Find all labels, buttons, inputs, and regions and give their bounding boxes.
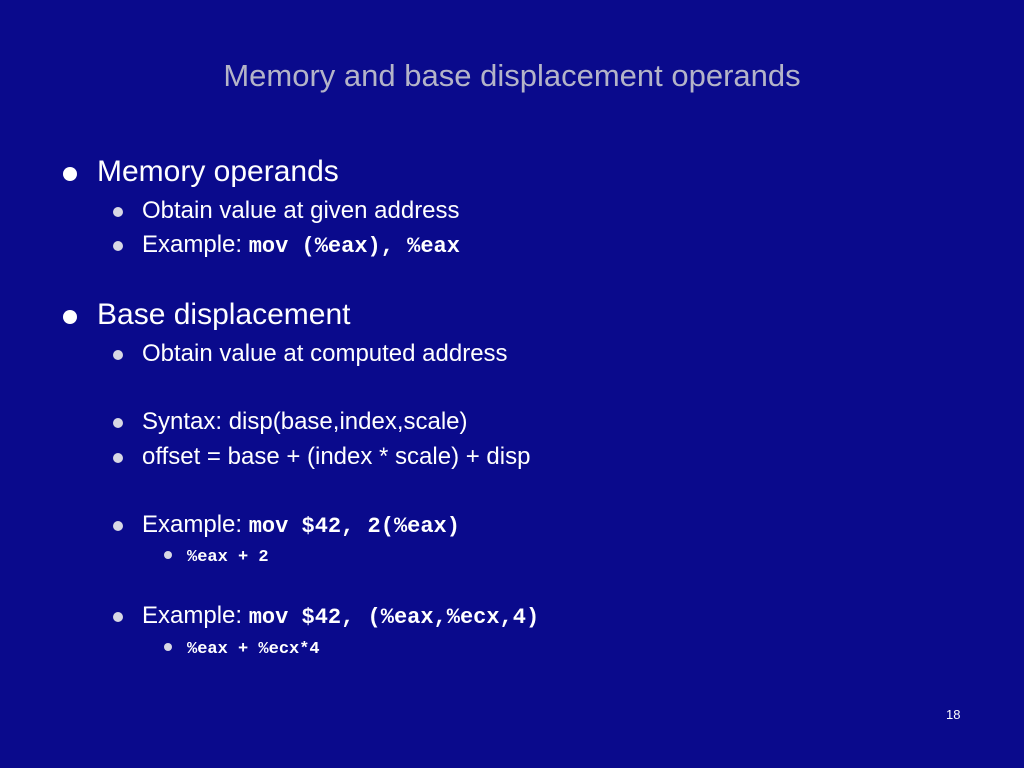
example-label: Example: bbox=[142, 602, 249, 629]
bullet-dot-icon bbox=[63, 167, 77, 181]
bullet-text: Syntax: disp(base,index,scale) bbox=[142, 408, 468, 435]
bullet-dot-icon bbox=[164, 551, 172, 559]
page-number: 18 bbox=[946, 707, 961, 722]
sub-code: %eax + %ecx*4 bbox=[187, 640, 320, 659]
bullet-text: Obtain value at given address bbox=[142, 197, 460, 224]
bullet-dot-icon bbox=[164, 643, 172, 651]
bullet-dot-icon bbox=[113, 612, 123, 622]
slide-title: Memory and base displacement operands bbox=[223, 58, 801, 93]
bullet-text: Base displacement bbox=[97, 298, 351, 331]
example-code: mov (%eax), %eax bbox=[248, 234, 460, 259]
bullet-example-2: Example: mov $42, 2(%eax) bbox=[113, 511, 460, 539]
bullet-example-3: Example: mov $42, (%eax,%ecx,4) bbox=[113, 602, 540, 630]
bullet-text: Memory operands bbox=[97, 155, 339, 188]
bullet-memory-operands: Memory operands bbox=[63, 155, 339, 189]
bullet-obtain-computed: Obtain value at computed address bbox=[113, 340, 508, 368]
bullet-sub-3: %eax + %ecx*4 bbox=[164, 637, 320, 659]
bullet-text: Obtain value at computed address bbox=[142, 340, 508, 367]
bullet-example-1: Example: mov (%eax), %eax bbox=[113, 231, 460, 259]
bullet-syntax: Syntax: disp(base,index,scale) bbox=[113, 408, 468, 436]
example-label: Example: bbox=[142, 231, 249, 258]
bullet-sub-2: %eax + 2 bbox=[164, 545, 269, 567]
bullet-dot-icon bbox=[113, 350, 123, 360]
bullet-dot-icon bbox=[113, 207, 123, 217]
sub-code: %eax + 2 bbox=[187, 548, 269, 567]
bullet-dot-icon bbox=[113, 418, 123, 428]
bullet-dot-icon bbox=[113, 241, 123, 251]
example-code: mov $42, 2(%eax) bbox=[248, 514, 460, 539]
bullet-dot-icon bbox=[113, 453, 123, 463]
example-code: mov $42, (%eax,%ecx,4) bbox=[248, 605, 540, 630]
bullet-dot-icon bbox=[63, 310, 77, 324]
bullet-offset: offset = base + (index * scale) + disp bbox=[113, 443, 531, 471]
bullet-dot-icon bbox=[113, 521, 123, 531]
bullet-text: offset = base + (index * scale) + disp bbox=[142, 443, 531, 470]
bullet-obtain-given: Obtain value at given address bbox=[113, 197, 460, 225]
bullet-base-displacement: Base displacement bbox=[63, 298, 351, 332]
example-label: Example: bbox=[142, 511, 249, 538]
